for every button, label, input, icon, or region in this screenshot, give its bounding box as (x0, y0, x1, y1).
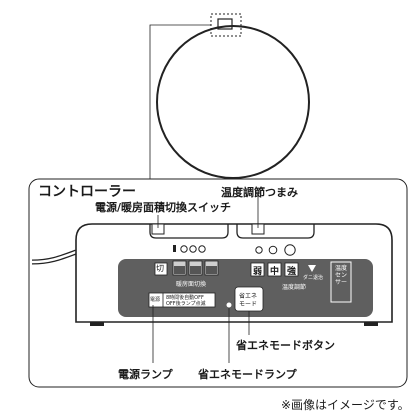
eco-button-line2[interactable]: モード (239, 301, 258, 308)
section-title: コントローラー (38, 184, 136, 200)
temp-sensor-label: 温度センサー (334, 265, 347, 286)
callout-power-switch: 電源/暖房面積切換スイッチ (95, 201, 232, 214)
auto-off-line2: OFF後ランプ点滅 (166, 301, 206, 307)
zoom-leader (149, 24, 211, 180)
footnote: ※画像はイメージです。 (281, 398, 410, 412)
callout-eco-button: 省エネモードボタン (236, 339, 335, 352)
area-switch-caption: 暖房面切換 (176, 281, 207, 288)
callout-temp-knob: 温度調節つまみ (221, 186, 298, 199)
callout-power-lamp: 電源ランプ (118, 368, 173, 381)
eco-button-line1[interactable]: 省エネ (239, 293, 258, 300)
eco-caption: ダニ退治 (303, 275, 324, 281)
eco-lamp-dot (226, 302, 232, 308)
auto-off-line1: 8時間後自動OFF (166, 295, 204, 301)
temp-high-button[interactable]: 強 (287, 267, 297, 277)
locator-box (210, 13, 242, 37)
temp-mid-button[interactable]: 中 (270, 267, 280, 277)
temp-adjust-caption: 温度調節 (282, 284, 307, 291)
power-lamp-icon: 電源 (150, 297, 161, 303)
callout-eco-lamp: 省エネモードランプ (198, 368, 297, 381)
switch-off-label: 切 (156, 264, 164, 273)
mat-circle (156, 25, 310, 179)
locator-switch-icon (217, 18, 233, 30)
temp-low-button[interactable]: 弱 (253, 267, 263, 277)
